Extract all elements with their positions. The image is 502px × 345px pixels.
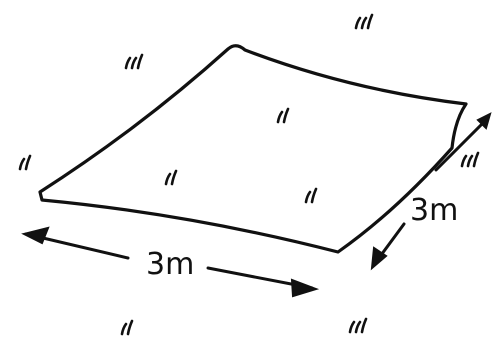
grass-tuft xyxy=(354,13,374,30)
width-arrowhead-left xyxy=(21,226,50,245)
depth-label: 3m xyxy=(410,193,458,228)
grass-tuft xyxy=(348,317,368,334)
grass-tuft xyxy=(164,169,178,186)
depth-arrowhead-top xyxy=(476,112,492,130)
grass-tuft xyxy=(460,151,480,168)
depth-arrowhead-bottom xyxy=(370,246,388,271)
width-arrowhead-right xyxy=(290,278,320,298)
depth-dimension-arrow xyxy=(370,112,492,271)
width-label: 3m xyxy=(146,247,194,282)
grass-tuft xyxy=(124,53,144,70)
grass-tuft xyxy=(276,107,290,124)
grass-tuft xyxy=(304,187,318,204)
grass-tuft xyxy=(120,319,134,336)
width-dimension-arrow xyxy=(21,226,320,298)
grass-tufts xyxy=(18,13,480,336)
grass-tuft xyxy=(18,154,32,171)
square-outline xyxy=(38,44,468,254)
